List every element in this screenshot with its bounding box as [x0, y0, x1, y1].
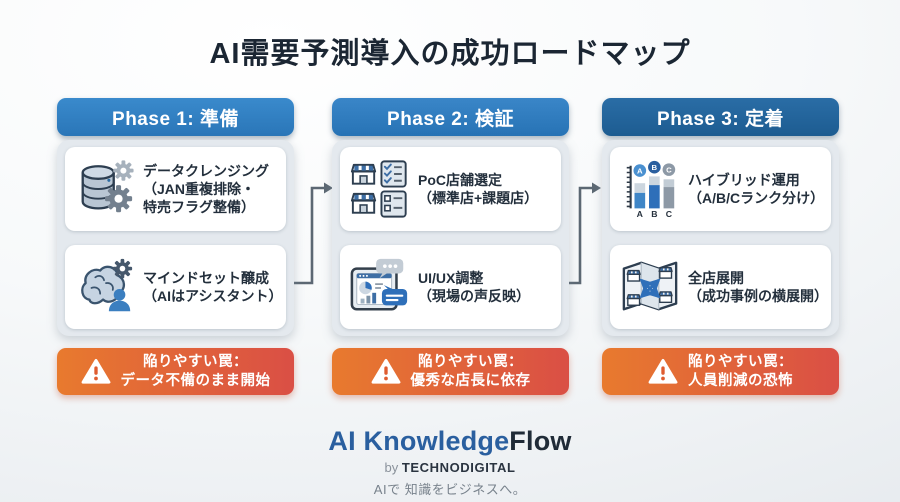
card-line: （現場の声反映）	[418, 288, 530, 304]
stores-checklist-icon	[346, 158, 414, 220]
card-line: UI/UX調整	[418, 269, 484, 286]
phase-2-warning-text: 陥りやすい罠： 優秀な店長に依存	[411, 353, 531, 391]
badge-c-label: C	[666, 166, 672, 175]
abc-bar-chart-icon: A B C A B C	[616, 158, 684, 220]
card-hybrid-ops-label: ハイブリッド運用 （A/B/Cランク分け）	[688, 171, 824, 207]
phase-1-column: Phase 1: 準備	[57, 98, 294, 395]
phase-3-warning-text: 陥りやすい罠： 人員削減の恐怖	[688, 353, 793, 391]
tablet-feedback-icon	[346, 256, 414, 318]
card-poc-stores: PoC店舗選定 （標準店+課題店）	[340, 147, 561, 231]
card-data-cleansing-label: データクレンジング （JAN重複排除・ 特売フラグ整備）	[143, 162, 269, 217]
warning-triangle-icon	[648, 358, 678, 384]
card-line: 全店展開	[688, 269, 744, 286]
card-data-cleansing: データクレンジング （JAN重複排除・ 特売フラグ整備）	[65, 147, 286, 231]
phase-3-header: Phase 3: 定着	[602, 98, 839, 136]
card-line: （成功事例の横展開）	[688, 288, 828, 304]
card-uiux: UI/UX調整 （現場の声反映）	[340, 245, 561, 329]
warning-line: 優秀な店長に依存	[410, 372, 531, 389]
brand-byline: by TECHNODIGITAL	[0, 460, 900, 475]
phase-3-warning: 陥りやすい罠： 人員削減の恐怖	[602, 348, 839, 395]
card-line: （A/B/Cランク分け）	[688, 190, 825, 206]
phase1-to-phase2-arrow	[284, 182, 333, 285]
card-line: ハイブリッド運用	[688, 171, 800, 188]
card-line: マインドセット醸成	[143, 269, 269, 286]
card-line: （JAN重複排除・	[143, 180, 256, 197]
map-stores-icon	[616, 256, 684, 318]
phase-1-warning-text: 陥りやすい罠： データ不備のまま開始	[121, 353, 271, 391]
card-uiux-label: UI/UX調整 （現場の声反映）	[418, 269, 530, 305]
card-rollout-label: 全店展開 （成功事例の横展開）	[688, 269, 828, 305]
card-mindset: マインドセット醸成 （AIはアシスタント）	[65, 245, 286, 329]
card-line: PoC店舗選定	[418, 171, 502, 188]
byline-prefix: by	[384, 460, 402, 475]
brain-person-icon	[71, 256, 139, 318]
card-line: データクレンジング	[143, 162, 269, 179]
phase-3-panel: A B C A B C ハイブリッド運用 （A/B/Cランク分け）	[602, 140, 839, 336]
phase-2-panel: PoC店舗選定 （標準店+課題店）	[332, 140, 569, 336]
brand-primary: AI Knowledge	[328, 426, 510, 456]
warning-line: 人員削減の恐怖	[688, 372, 793, 389]
card-hybrid-ops: A B C A B C ハイブリッド運用 （A/B/Cランク分け）	[610, 147, 831, 231]
warning-line: 陥りやすい罠：	[143, 353, 248, 370]
axis-a-label: A	[637, 209, 644, 219]
brand-tagline: AIで 知識をビジネスへ。	[373, 482, 527, 497]
card-mindset-label: マインドセット醸成 （AIはアシスタント）	[143, 269, 282, 305]
card-line: 特売フラグ整備）	[143, 199, 255, 216]
phase-1-panel: データクレンジング （JAN重複排除・ 特売フラグ整備）	[57, 140, 294, 336]
phase-3-column: Phase 3: 定着	[602, 98, 839, 395]
phase-1-warning: 陥りやすい罠： データ不備のまま開始	[57, 348, 294, 395]
byline-company: TECHNODIGITAL	[401, 460, 516, 475]
phase-2-header: Phase 2: 検証	[332, 98, 569, 136]
warning-line: データ不備のまま開始	[120, 372, 271, 389]
phase-1-header: Phase 1: 準備	[57, 98, 294, 136]
card-line: （AIはアシスタント）	[143, 288, 283, 304]
card-rollout: 全店展開 （成功事例の横展開）	[610, 245, 831, 329]
warning-triangle-icon	[81, 358, 110, 384]
warning-line: 陥りやすい罠：	[418, 353, 523, 370]
card-poc-stores-label: PoC店舗選定 （標準店+課題店）	[418, 171, 538, 207]
phase-2-column: Phase 2: 検証	[332, 98, 569, 395]
page-title: AI需要予測導入の成功ロードマップ	[209, 38, 691, 70]
card-line: （標準店+課題店）	[418, 190, 539, 206]
brand-secondary: Flow	[509, 426, 572, 456]
axis-c-label: C	[666, 209, 673, 219]
axis-b-label: B	[651, 209, 657, 219]
warning-line: 陥りやすい罠：	[688, 353, 793, 370]
warning-triangle-icon	[371, 358, 400, 384]
database-gears-icon	[71, 158, 139, 220]
phase-2-warning: 陥りやすい罠： 優秀な店長に依存	[332, 348, 569, 395]
badge-b-label: B	[652, 163, 658, 172]
brand-logo: AI KnowledgeFlow	[0, 426, 900, 457]
badge-a-label: A	[637, 167, 643, 176]
